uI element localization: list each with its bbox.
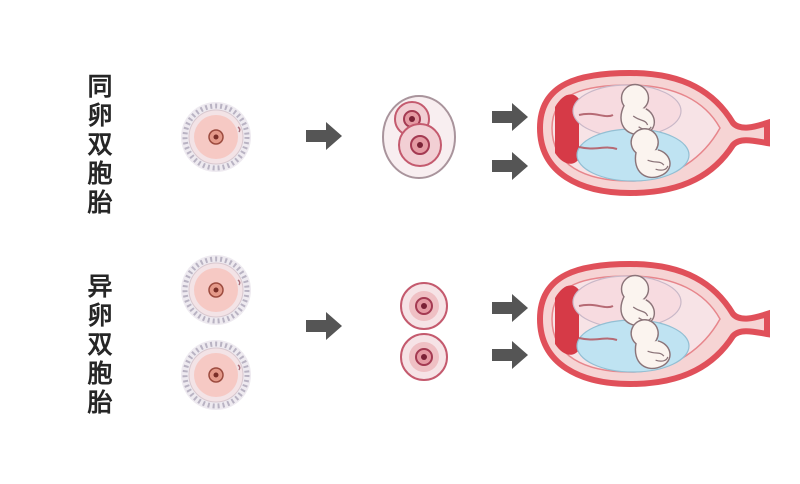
- identical-twins-label: 同 卵 双 胞 胎: [80, 72, 120, 217]
- label-char: 胞: [87, 359, 113, 388]
- fraternal-twins-label: 异 卵 双 胞 胎: [80, 272, 120, 417]
- label-char: 双: [87, 330, 113, 359]
- right-arrow-icon: [492, 294, 528, 322]
- label-char: 双: [87, 130, 113, 159]
- label-char: 胎: [87, 388, 113, 417]
- fertilized-egg-icon: [181, 255, 251, 325]
- right-arrow-icon: [306, 122, 342, 150]
- right-arrow-icon: [492, 341, 528, 369]
- fertilized-egg-icon: [181, 340, 251, 410]
- embryo-cell-icon: [400, 282, 448, 330]
- right-arrow-icon: [492, 152, 528, 180]
- label-char: 同: [87, 72, 113, 101]
- dividing-embryo-icon: [382, 95, 456, 179]
- label-char: 卵: [87, 101, 113, 130]
- right-arrow-icon: [492, 103, 528, 131]
- fertilized-egg-icon: [181, 102, 251, 172]
- label-char: 胞: [87, 159, 113, 188]
- label-char: 胎: [87, 188, 113, 217]
- uterus-with-twins-icon: [540, 264, 767, 384]
- embryo-cell-icon: [400, 333, 448, 381]
- label-char: 卵: [87, 301, 113, 330]
- label-char: 异: [87, 272, 113, 301]
- uterus-with-twins-icon: [540, 73, 767, 193]
- right-arrow-icon: [306, 312, 342, 340]
